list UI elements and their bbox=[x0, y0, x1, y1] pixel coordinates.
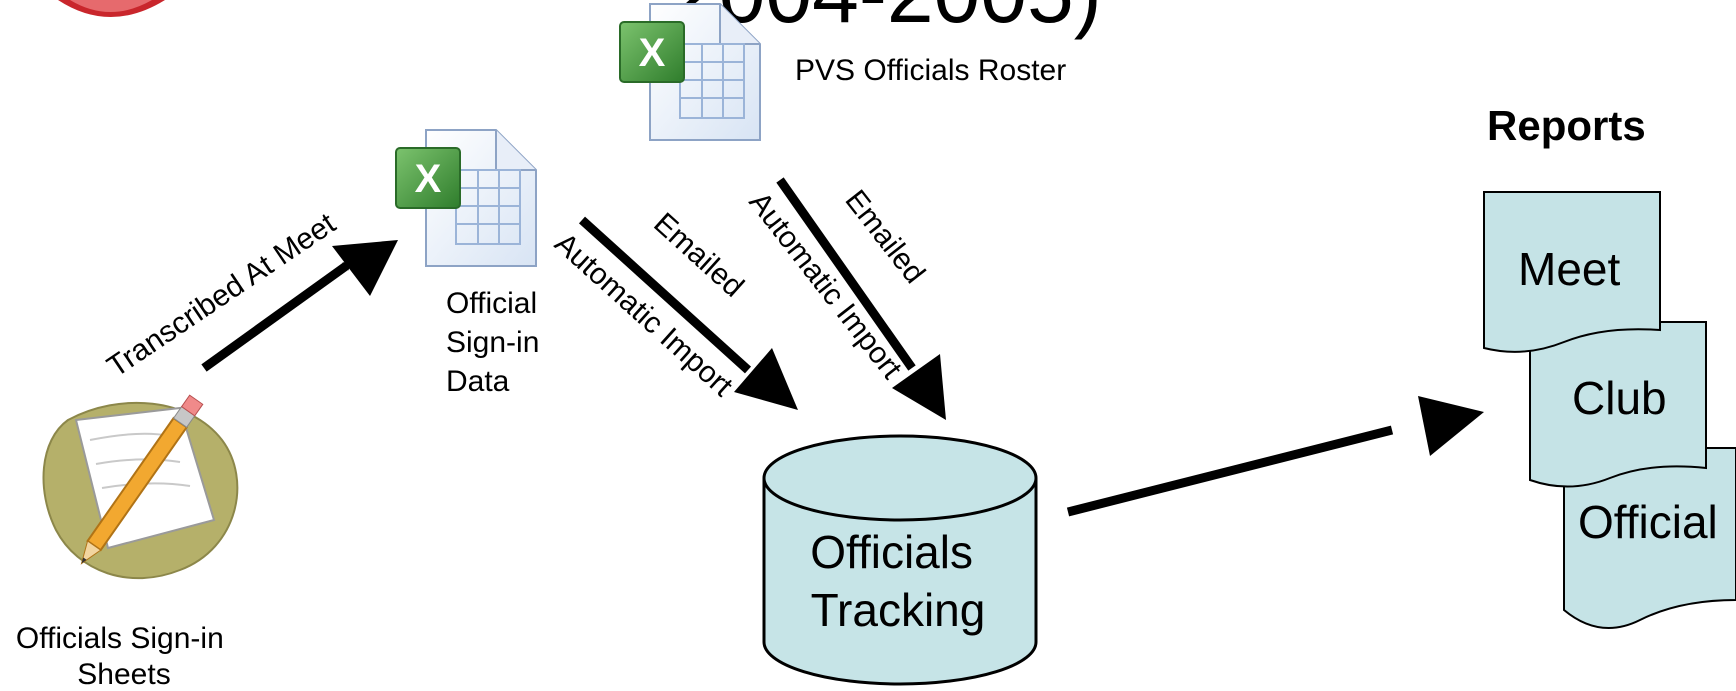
excel-file-icon: X bbox=[619, 3, 761, 141]
signin-to-db-arrow bbox=[578, 216, 752, 374]
signin-to-db-arrowhead bbox=[734, 348, 798, 410]
roster-to-db-arrowhead bbox=[892, 354, 946, 420]
database-label-line: Tracking bbox=[811, 584, 986, 636]
db-to-reports-arrow bbox=[1066, 425, 1394, 517]
report-club-label: Club bbox=[1572, 372, 1667, 424]
svg-text:X: X bbox=[639, 31, 666, 75]
signin-file-label-line: Official bbox=[446, 287, 537, 320]
excel-file-icon: X bbox=[395, 129, 537, 267]
signin-file-label-line: Sign-in bbox=[446, 326, 539, 359]
roster-emailed-label: Emailed bbox=[838, 184, 931, 290]
notepad-pencil-icon bbox=[42, 394, 239, 580]
report-doc-meet bbox=[1483, 191, 1661, 353]
report-doc-official bbox=[1563, 447, 1736, 629]
signin-sheets-label-line: Officials Sign-in bbox=[16, 622, 224, 655]
signin-sheets-label-line: Sheets bbox=[77, 658, 170, 691]
roster-file-label: PVS Officials Roster bbox=[795, 54, 1066, 87]
transcribed-arrow bbox=[201, 260, 354, 372]
report-doc-club bbox=[1529, 321, 1707, 488]
report-official-label: Official bbox=[1578, 496, 1718, 548]
logo bbox=[0, 0, 188, 20]
transcribed-arrowhead bbox=[332, 240, 398, 296]
report-meet-label: Meet bbox=[1518, 243, 1620, 295]
signin-file-label-line: Data bbox=[446, 365, 510, 398]
database-label-line: Officials bbox=[810, 526, 973, 578]
database-cylinder-icon bbox=[762, 434, 1038, 686]
svg-text:X: X bbox=[415, 157, 442, 201]
db-to-reports-arrowhead bbox=[1418, 396, 1484, 456]
signin-sheets-label: Officials Sign-in Sheets bbox=[16, 622, 232, 691]
signin-file-label: Official Sign-in Data bbox=[446, 287, 548, 398]
reports-title: Reports bbox=[1487, 102, 1646, 149]
roster-to-db-arrow bbox=[776, 177, 916, 371]
database-label: Officials Tracking bbox=[810, 526, 986, 636]
